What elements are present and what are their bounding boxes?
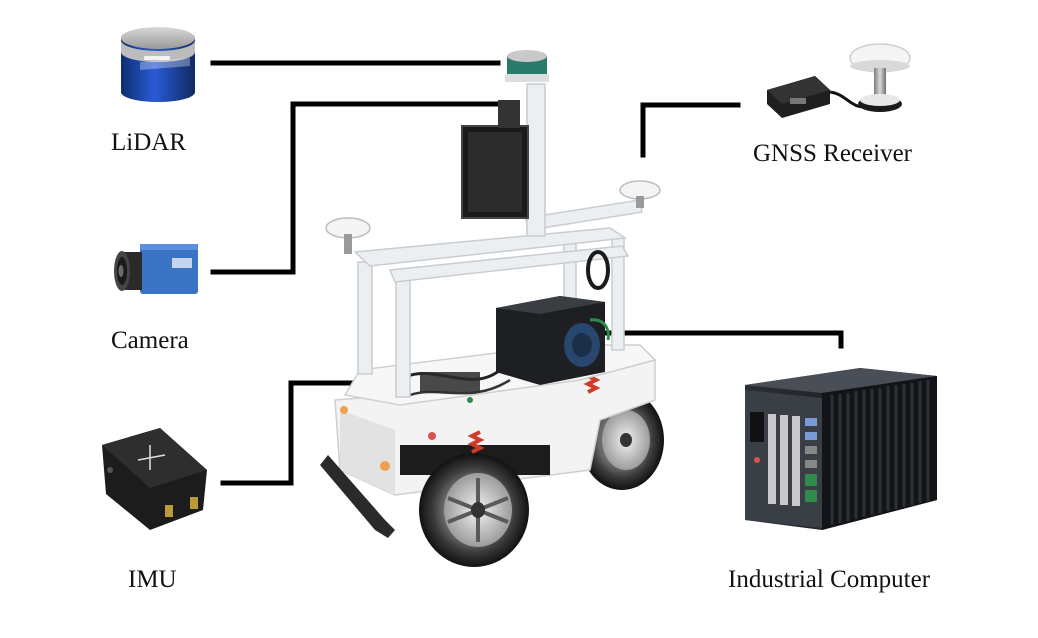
industrial-computer-label: Industrial Computer xyxy=(728,566,931,593)
robot-vehicle-illustration xyxy=(320,50,664,567)
front-wheel xyxy=(419,453,529,567)
camera-label: Camera xyxy=(111,327,189,354)
connector-lines xyxy=(210,60,844,486)
camera-sensor-icon xyxy=(114,244,198,294)
gnss-receiver-label: GNSS Receiver xyxy=(753,140,912,167)
imu-label: IMU xyxy=(128,566,177,593)
lidar-sensor-icon xyxy=(121,27,195,102)
gnss-connector xyxy=(640,102,741,158)
imu-sensor-icon xyxy=(102,428,207,530)
gnss-receiver-icon xyxy=(767,43,911,118)
camera-connector xyxy=(210,101,501,275)
computer-connector xyxy=(598,330,844,349)
industrial-computer-icon xyxy=(745,368,937,530)
lidar-label: LiDAR xyxy=(111,129,186,156)
